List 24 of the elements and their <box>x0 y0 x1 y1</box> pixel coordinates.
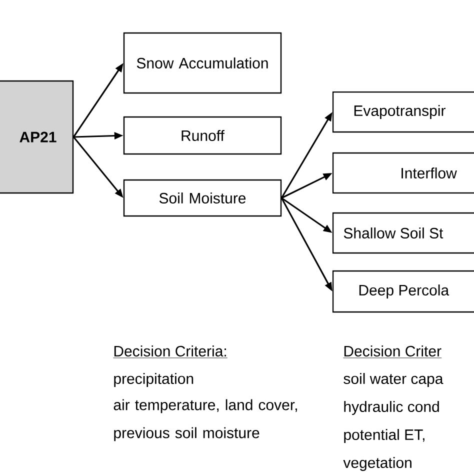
process-box <box>332 91 474 133</box>
box-label: Runoff <box>182 130 224 141</box>
box-label: Interflow <box>402 168 457 178</box>
source-box <box>0 80 74 194</box>
process-box <box>123 179 282 217</box>
process-box <box>123 32 282 94</box>
box-label: Evapotranspir <box>354 105 446 119</box>
process-box <box>332 212 474 254</box>
process-box <box>332 152 474 194</box>
process-box <box>123 116 282 155</box>
criteria-text: air temperature, land cover, previous soil moisture <box>114 399 297 442</box>
criteria-text: vegetation <box>343 457 412 471</box>
criteria-heading: Decision Criter <box>343 346 442 358</box>
process-box <box>332 270 474 313</box>
criteria-text: precipitation <box>114 373 194 387</box>
criteria-heading: Decision Criteria: <box>113 346 228 358</box>
box-label: Soil Moisture <box>159 192 246 204</box>
box-label: Deep Percola <box>359 284 450 298</box>
box-label: Snow Accumulation <box>136 58 268 68</box>
criteria-text: hydraulic cond <box>344 401 439 415</box>
box-label: AP21 <box>20 132 56 142</box>
box-label: Shallow Soil St <box>344 228 444 238</box>
criteria-text: potential ET, <box>344 429 424 443</box>
criteria-text: soil water capa <box>344 373 444 387</box>
